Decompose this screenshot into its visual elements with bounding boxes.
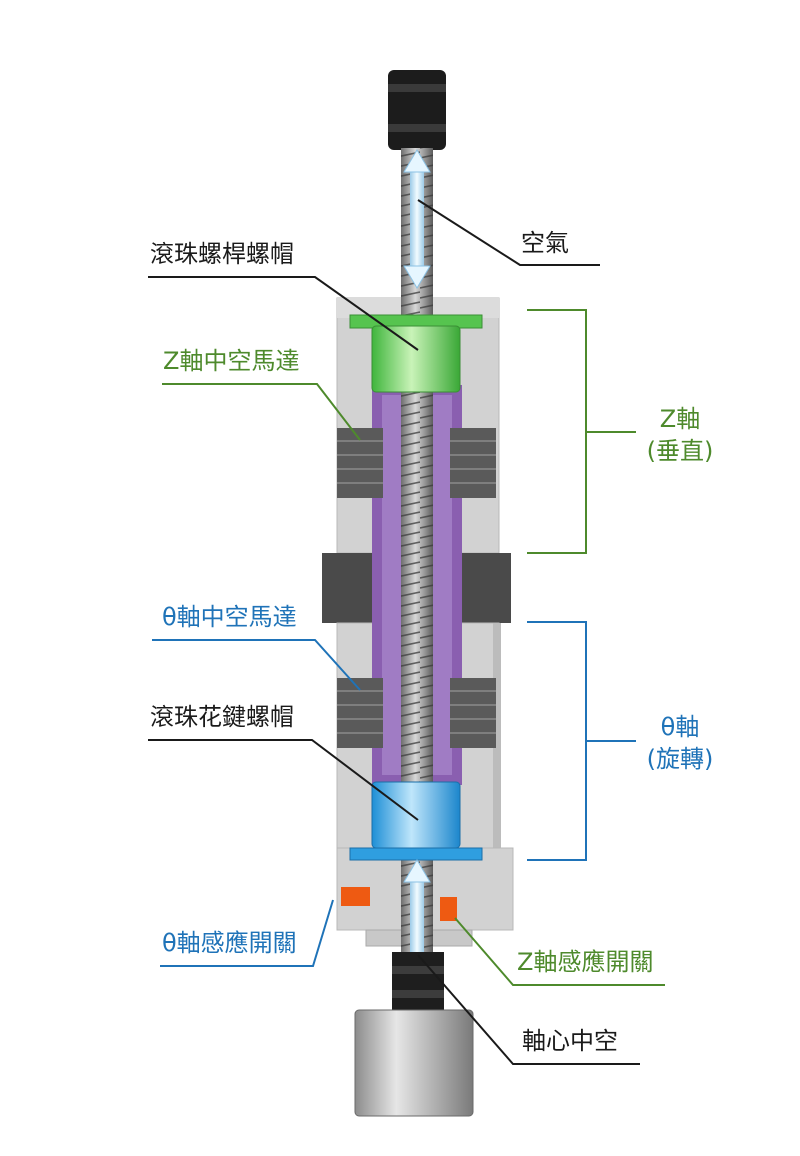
theta-sensor-label: θ軸感應開關 xyxy=(162,929,297,957)
air-label: 空氣 xyxy=(521,229,569,257)
ball-screw-nut-label: 滾珠螺桿螺帽 xyxy=(150,240,294,268)
bottom-motor xyxy=(354,1009,474,1117)
theta-axis-bracket xyxy=(527,621,636,861)
ball-screw-nut xyxy=(349,314,483,393)
z-axis-sub-label: (垂直) xyxy=(646,437,714,465)
hollow-shaft-leader xyxy=(417,954,640,1065)
theta-hollow-motor-label: θ軸中空馬達 xyxy=(162,603,297,631)
theta-motor-leader xyxy=(152,639,361,691)
z-sensor-leader xyxy=(454,917,665,986)
bottom-coupler xyxy=(392,952,444,1012)
ball-spline-nut-label: 滾珠花鍵螺帽 xyxy=(150,703,294,731)
z-sensor-label: Z軸感應開關 xyxy=(517,948,654,976)
top-cap xyxy=(388,70,446,150)
z-motor-coil xyxy=(337,428,496,498)
theta-axis-sub-label: (旋轉) xyxy=(646,745,714,773)
ball-spline-nut xyxy=(349,781,483,861)
ball-screw-nut-leader xyxy=(148,276,419,351)
z-sensor-block xyxy=(440,897,457,921)
theta-sensor-leader xyxy=(160,899,334,967)
hollow-shaft-label: 軸心中空 xyxy=(522,1027,618,1055)
theta-axis-label: θ軸 xyxy=(660,713,700,741)
air-channel-top xyxy=(403,149,431,289)
air-leader xyxy=(417,199,600,266)
air-channel-bottom xyxy=(403,859,431,958)
z-motor-leader xyxy=(162,383,361,441)
z-axis-bracket xyxy=(527,309,636,554)
z-hollow-motor-label: Z軸中空馬達 xyxy=(163,347,300,375)
theta-sensor-block xyxy=(341,887,370,906)
ball-spline-nut-leader xyxy=(148,739,419,821)
z-axis-label: Z軸 xyxy=(659,405,701,433)
